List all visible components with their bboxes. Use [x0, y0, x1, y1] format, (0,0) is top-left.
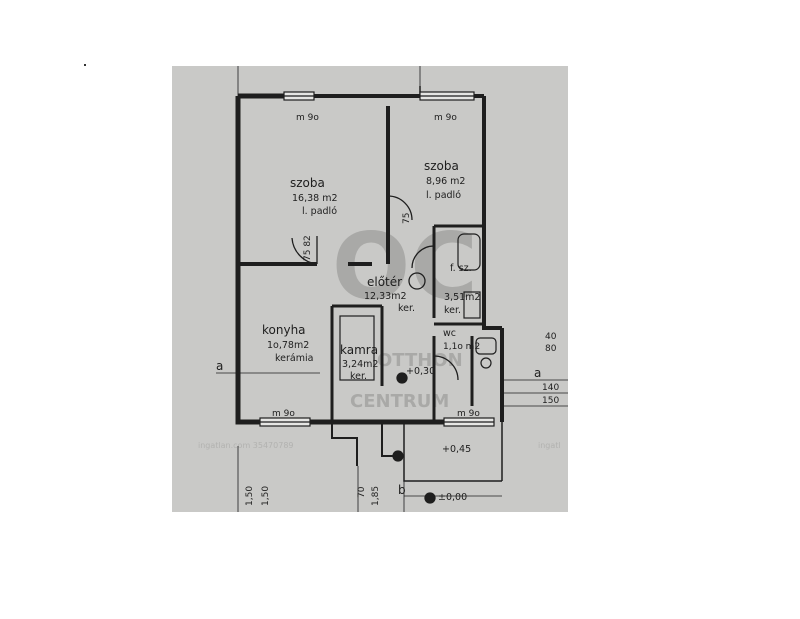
- window-label-3: m 9o: [272, 409, 295, 419]
- dim-left-2: 1,50: [261, 486, 271, 506]
- watermark-logo: OC OTTHON CENTRUM ingatlan.com 35470789 …: [198, 213, 561, 450]
- watermark-logo-text: OC: [332, 213, 478, 320]
- room-area: 1o,78m2: [267, 340, 309, 351]
- dim-right-2: 80: [545, 344, 557, 354]
- room-konyha: konyha 1o,78m2 kerámia: [262, 323, 313, 364]
- dim-mid-1: 70: [357, 486, 367, 498]
- floor-plan-drawing: OC OTTHON CENTRUM ingatlan.com 35470789 …: [198, 66, 568, 512]
- room-name: konyha: [262, 323, 306, 337]
- dim-right-3: 140: [542, 383, 559, 393]
- dimension-lines: [216, 66, 568, 512]
- room-name: kamra: [340, 343, 378, 357]
- watermark-line2: CENTRUM: [350, 391, 449, 412]
- walls: [235, 86, 504, 482]
- level-3: ±0,00: [438, 492, 467, 503]
- room-kamra: kamra 3,24m2 ker.: [340, 343, 378, 382]
- room-floor: ker.: [444, 305, 461, 316]
- window-label-1: m 9o: [296, 113, 319, 123]
- level-2: +0,45: [442, 444, 471, 455]
- room-name: szoba: [424, 159, 459, 173]
- window-label-2: m 9o: [434, 113, 457, 123]
- room-floor: l. padló: [302, 206, 337, 217]
- watermark-source-cut: ingatl: [538, 441, 561, 450]
- door-dim-1: 75 82: [303, 235, 313, 261]
- room-wc: wc 1,1o m2: [443, 328, 480, 352]
- room-szoba-small: szoba 8,96 m2 l. padló: [424, 159, 465, 201]
- room-area: 12,33m2: [364, 291, 407, 302]
- room-name: szoba: [290, 176, 325, 190]
- dim-right-1: 40: [545, 332, 557, 342]
- level-1: +0,30: [406, 366, 435, 377]
- room-floor: ker.: [350, 371, 367, 382]
- axis-label-b: b: [398, 483, 406, 497]
- room-floor: ker.: [398, 303, 415, 314]
- room-area: 1,1o m2: [443, 342, 480, 352]
- windows: [259, 91, 495, 427]
- room-eloter: előtér 12,33m2 ker.: [364, 275, 415, 314]
- room-szoba-large: szoba 16,38 m2 l. padló: [290, 176, 338, 217]
- dim-right-4: 150: [542, 396, 559, 406]
- doors: [291, 195, 459, 504]
- room-area: 3,51m2: [444, 292, 480, 303]
- door-dim-2: 75: [402, 213, 412, 224]
- watermark-line1: OTTHON: [377, 350, 463, 371]
- room-floor: kerámia: [275, 353, 313, 364]
- room-area: 16,38 m2: [292, 193, 338, 204]
- dim-left-1: 1,50: [245, 486, 255, 506]
- stray-dot: [84, 64, 86, 66]
- bath-fixtures: [339, 233, 497, 381]
- room-name: wc: [443, 328, 456, 339]
- room-area: 3,24m2: [342, 359, 378, 370]
- dim-mid-2: 1,85: [371, 486, 381, 506]
- room-name: f. sz.: [450, 263, 472, 274]
- window-label-4: m 9o: [457, 409, 480, 419]
- room-furdo: f. sz. 3,51m2 ker.: [444, 263, 480, 316]
- axis-label-a-right: a: [534, 366, 541, 380]
- watermark-source: ingatlan.com 35470789: [198, 441, 294, 450]
- axis-label-a-left: a: [216, 359, 223, 373]
- room-name: előtér: [367, 275, 402, 289]
- room-floor: l. padló: [426, 190, 461, 201]
- floor-plan: OC OTTHON CENTRUM ingatlan.com 35470789 …: [172, 66, 568, 512]
- room-area: 8,96 m2: [426, 176, 465, 187]
